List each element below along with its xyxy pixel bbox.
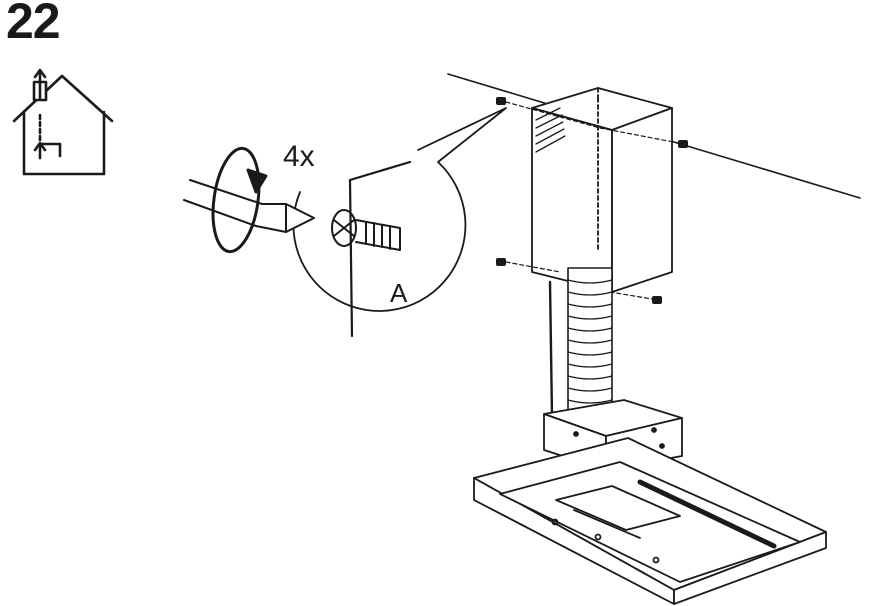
screwdriver-icon — [183, 179, 315, 233]
screw-icon — [331, 209, 401, 251]
duct-cover-box — [531, 87, 673, 293]
step-number: 22 — [6, 0, 61, 49]
detail-callout — [292, 107, 507, 338]
quantity-label: 4x — [283, 140, 315, 173]
box-screws — [505, 101, 685, 301]
screw-marker — [496, 97, 688, 304]
flexible-duct — [548, 267, 613, 418]
part-label-a: A — [390, 278, 408, 308]
rotate-clockwise-icon — [211, 146, 268, 254]
hood-canopy — [473, 437, 827, 605]
house-exhaust-icon — [12, 68, 114, 176]
